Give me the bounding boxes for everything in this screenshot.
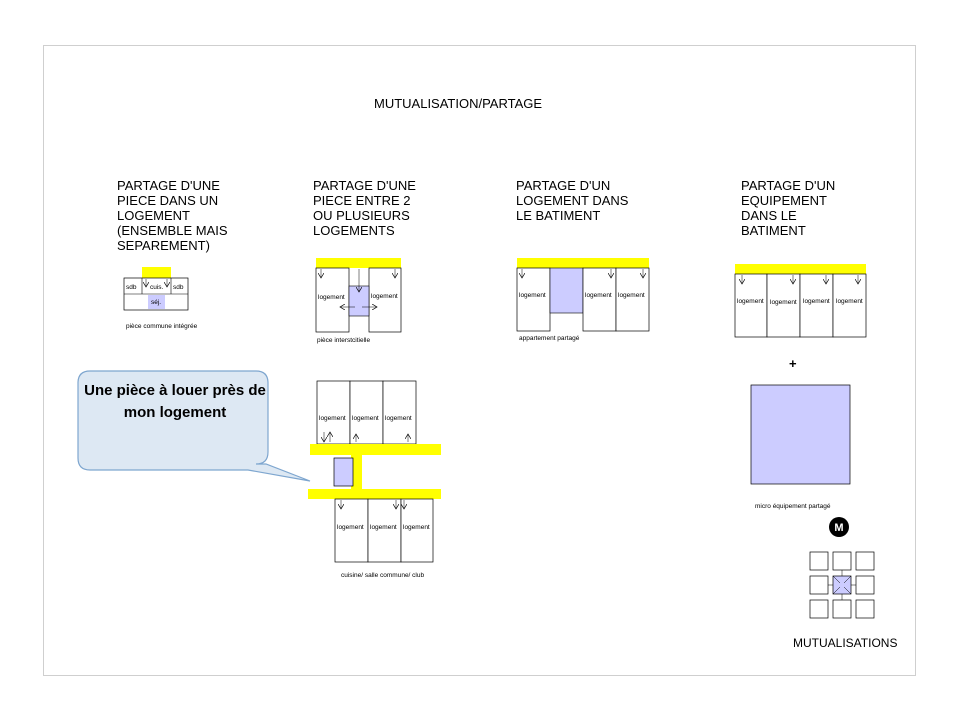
callout-bubble xyxy=(77,370,311,482)
sejour-label: séj. xyxy=(151,299,161,306)
sejour-room xyxy=(148,295,165,309)
micro-equipement-room xyxy=(750,384,851,485)
circulation-yellow xyxy=(308,444,441,499)
caption-mutualisations: MUTUALISATIONS xyxy=(793,636,898,650)
svg-text:logement: logement xyxy=(370,524,397,531)
mutualisation-grid xyxy=(809,551,875,619)
page-title: MUTUALISATION/PARTAGE xyxy=(374,96,543,111)
slide-frame xyxy=(43,45,916,676)
diagram-equipement: logement logement logement logement + M xyxy=(734,264,875,619)
caption-piece-interstitielle: pièce interstcitielle xyxy=(317,337,371,344)
svg-text:logement: logement xyxy=(403,524,430,531)
diagram-appartement-partage: logement logement logement xyxy=(516,258,650,332)
svg-text:logement: logement xyxy=(519,292,546,299)
shared-apartment xyxy=(549,267,584,314)
diagram-piece-interstitielle: logement logement xyxy=(315,258,402,333)
svg-text:logement: logement xyxy=(585,292,612,299)
svg-text:logement: logement xyxy=(318,294,345,301)
svg-text:logement: logement xyxy=(337,524,364,531)
sdb-label: sdb xyxy=(126,284,137,291)
shared-bar-yellow xyxy=(142,267,171,278)
shared-room xyxy=(333,457,354,487)
svg-text:logement: logement xyxy=(385,415,412,422)
svg-text:logement: logement xyxy=(836,298,863,305)
plus-sign: + xyxy=(789,356,797,371)
heading-partage-piece-logement: PARTAGE D'UNE PIECE DANS UN LOGEMENT (EN… xyxy=(117,178,228,253)
caption-cuisine-salle: cuisine/ salle commune/ club xyxy=(341,572,425,579)
caption-piece-commune: pièce commune intégrée xyxy=(126,323,198,330)
svg-text:logement: logement xyxy=(803,298,830,305)
callout-text: Une pièce à louer près de mon logement xyxy=(84,382,266,421)
caption-micro-equipement: micro équipement partagé xyxy=(755,503,831,510)
metro-label: M xyxy=(834,522,843,534)
svg-text:logement: logement xyxy=(352,415,379,422)
cuisine-label: cuis. xyxy=(150,284,164,291)
caption-appartement-partage: appartement partagé xyxy=(519,335,580,342)
svg-text:logement: logement xyxy=(618,292,645,299)
heading-partage-piece-logements: PARTAGE D'UNE PIECE ENTRE 2 OU PLUSIEURS… xyxy=(313,178,416,238)
heading-partage-equipement: PARTAGE D'UN EQUIPEMENT DANS LE BATIMENT xyxy=(741,178,836,238)
metro-icon xyxy=(829,517,849,537)
heading-partage-logement: PARTAGE D'UN LOGEMENT DANS LE BATIMENT xyxy=(516,178,629,223)
svg-text:logement: logement xyxy=(319,415,346,422)
diagram-salle-commune: logement logement logement logement loge… xyxy=(308,380,441,563)
svg-text:logement: logement xyxy=(737,298,764,305)
diagram-piece-commune: sdb cuis. sdb séj. xyxy=(123,267,189,311)
svg-text:logement: logement xyxy=(770,299,797,306)
sdb-label: sdb xyxy=(173,284,184,291)
svg-text:logement: logement xyxy=(371,293,398,300)
